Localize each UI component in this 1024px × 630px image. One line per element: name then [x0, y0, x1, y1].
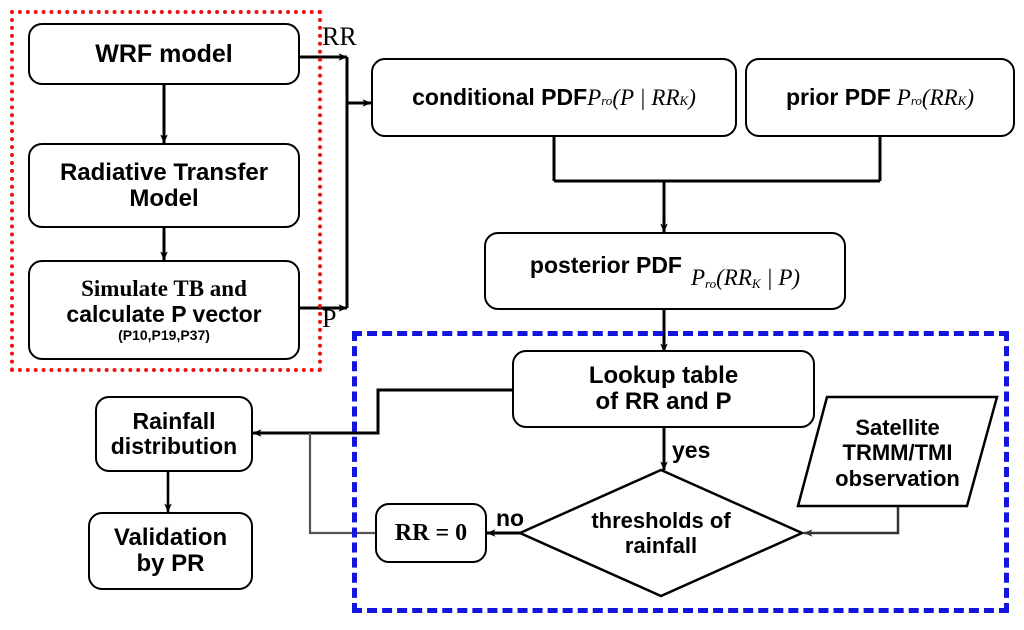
- node-rr-zero[interactable]: RR = 0: [375, 503, 487, 563]
- node-simulate-tb-line1: Simulate TB and: [81, 276, 247, 302]
- node-posterior-pdf-symbol-args: (RR: [716, 264, 752, 290]
- node-satellite-line1: Satellite: [855, 415, 940, 441]
- node-prior-pdf-symbol-sub: ro: [910, 93, 922, 108]
- node-prior-pdf-symbol-k: K: [957, 93, 967, 108]
- node-posterior-pdf-symbol-p: P: [690, 264, 706, 290]
- edge-label-yes: yes: [672, 437, 711, 463]
- edge-label-p: P: [322, 304, 337, 333]
- node-simulate-tb[interactable]: Simulate TB and calculate P vector (P10,…: [28, 260, 300, 360]
- node-rr-zero-label: RR = 0: [394, 519, 468, 546]
- node-validation-line1: Validation: [113, 524, 228, 552]
- node-validation-line2: by PR: [136, 550, 205, 577]
- node-thresholds-line1: thresholds of: [591, 507, 731, 533]
- node-rtm-label-line2: Model: [129, 184, 199, 212]
- node-radiative-transfer-model[interactable]: Radiative Transfer Model: [28, 143, 300, 228]
- node-rainfall-distribution[interactable]: Rainfall distribution: [95, 396, 253, 472]
- node-posterior-pdf-symbol-k: K: [751, 275, 761, 291]
- node-posterior-pdf[interactable]: posterior PDF Pro(RRK | P): [484, 232, 846, 310]
- node-prior-pdf-symbol-close: ): [966, 85, 975, 110]
- node-prior-pdf-symbol-p: P: [896, 85, 911, 110]
- node-conditional-pdf-symbol-args: (P | RR: [612, 85, 680, 110]
- edge-satellite-to-thresholds: [803, 507, 900, 537]
- node-validation-by-pr[interactable]: Validation by PR: [88, 512, 253, 590]
- edge-label-no: no: [496, 505, 525, 531]
- node-prior-pdf-label: prior PDF: [785, 84, 891, 110]
- node-conditional-pdf-label: conditional PDF: [412, 84, 588, 110]
- diamond-shape: [518, 468, 804, 598]
- node-lookup-table-line2: of RR and P: [595, 388, 732, 415]
- edge-lookup-to-rainfall: [252, 388, 512, 437]
- node-simulate-tb-line3: (P10,P19,P37): [118, 326, 210, 343]
- node-wrf-model-label: WRF model: [95, 39, 233, 68]
- node-posterior-pdf-symbol-close: | P): [760, 264, 801, 290]
- node-conditional-pdf-symbol-close: ): [688, 85, 696, 110]
- node-conditional-pdf-symbol-p: P: [587, 85, 602, 110]
- node-satellite-observation[interactable]: Satellite TRMM/TMI observation: [795, 394, 1000, 512]
- node-satellite-line3: observation: [835, 465, 960, 491]
- node-posterior-pdf-symbol-sub: ro: [705, 275, 717, 291]
- edge-rrzero-to-rainfall: [308, 433, 375, 535]
- node-conditional-pdf-symbol-k: K: [679, 93, 689, 108]
- node-posterior-pdf-label: posterior PDF: [529, 251, 682, 278]
- node-lookup-table[interactable]: Lookup table of RR and P: [512, 350, 815, 428]
- node-prior-pdf-symbol-args: (RR: [921, 85, 958, 110]
- edge-label-rr: RR: [322, 22, 357, 51]
- node-wrf-model[interactable]: WRF model: [28, 23, 300, 85]
- node-conditional-pdf-symbol-sub: ro: [601, 93, 613, 108]
- node-rainfall-distribution-line1: Rainfall: [132, 408, 216, 435]
- node-conditional-pdf[interactable]: conditional PDFPro(P | RRK): [371, 58, 737, 137]
- node-simulate-tb-line2: calculate P vector: [66, 300, 262, 327]
- node-rtm-label-line1: Radiative Transfer: [59, 158, 269, 186]
- node-thresholds-decision[interactable]: thresholds of rainfall: [518, 468, 804, 598]
- node-rainfall-distribution-line2: distribution: [110, 433, 238, 459]
- parallelogram-shape: [796, 395, 999, 508]
- node-satellite-line2: TRMM/TMI: [842, 440, 953, 466]
- node-thresholds-line2: rainfall: [624, 533, 698, 558]
- node-lookup-table-line1: Lookup table: [588, 362, 739, 390]
